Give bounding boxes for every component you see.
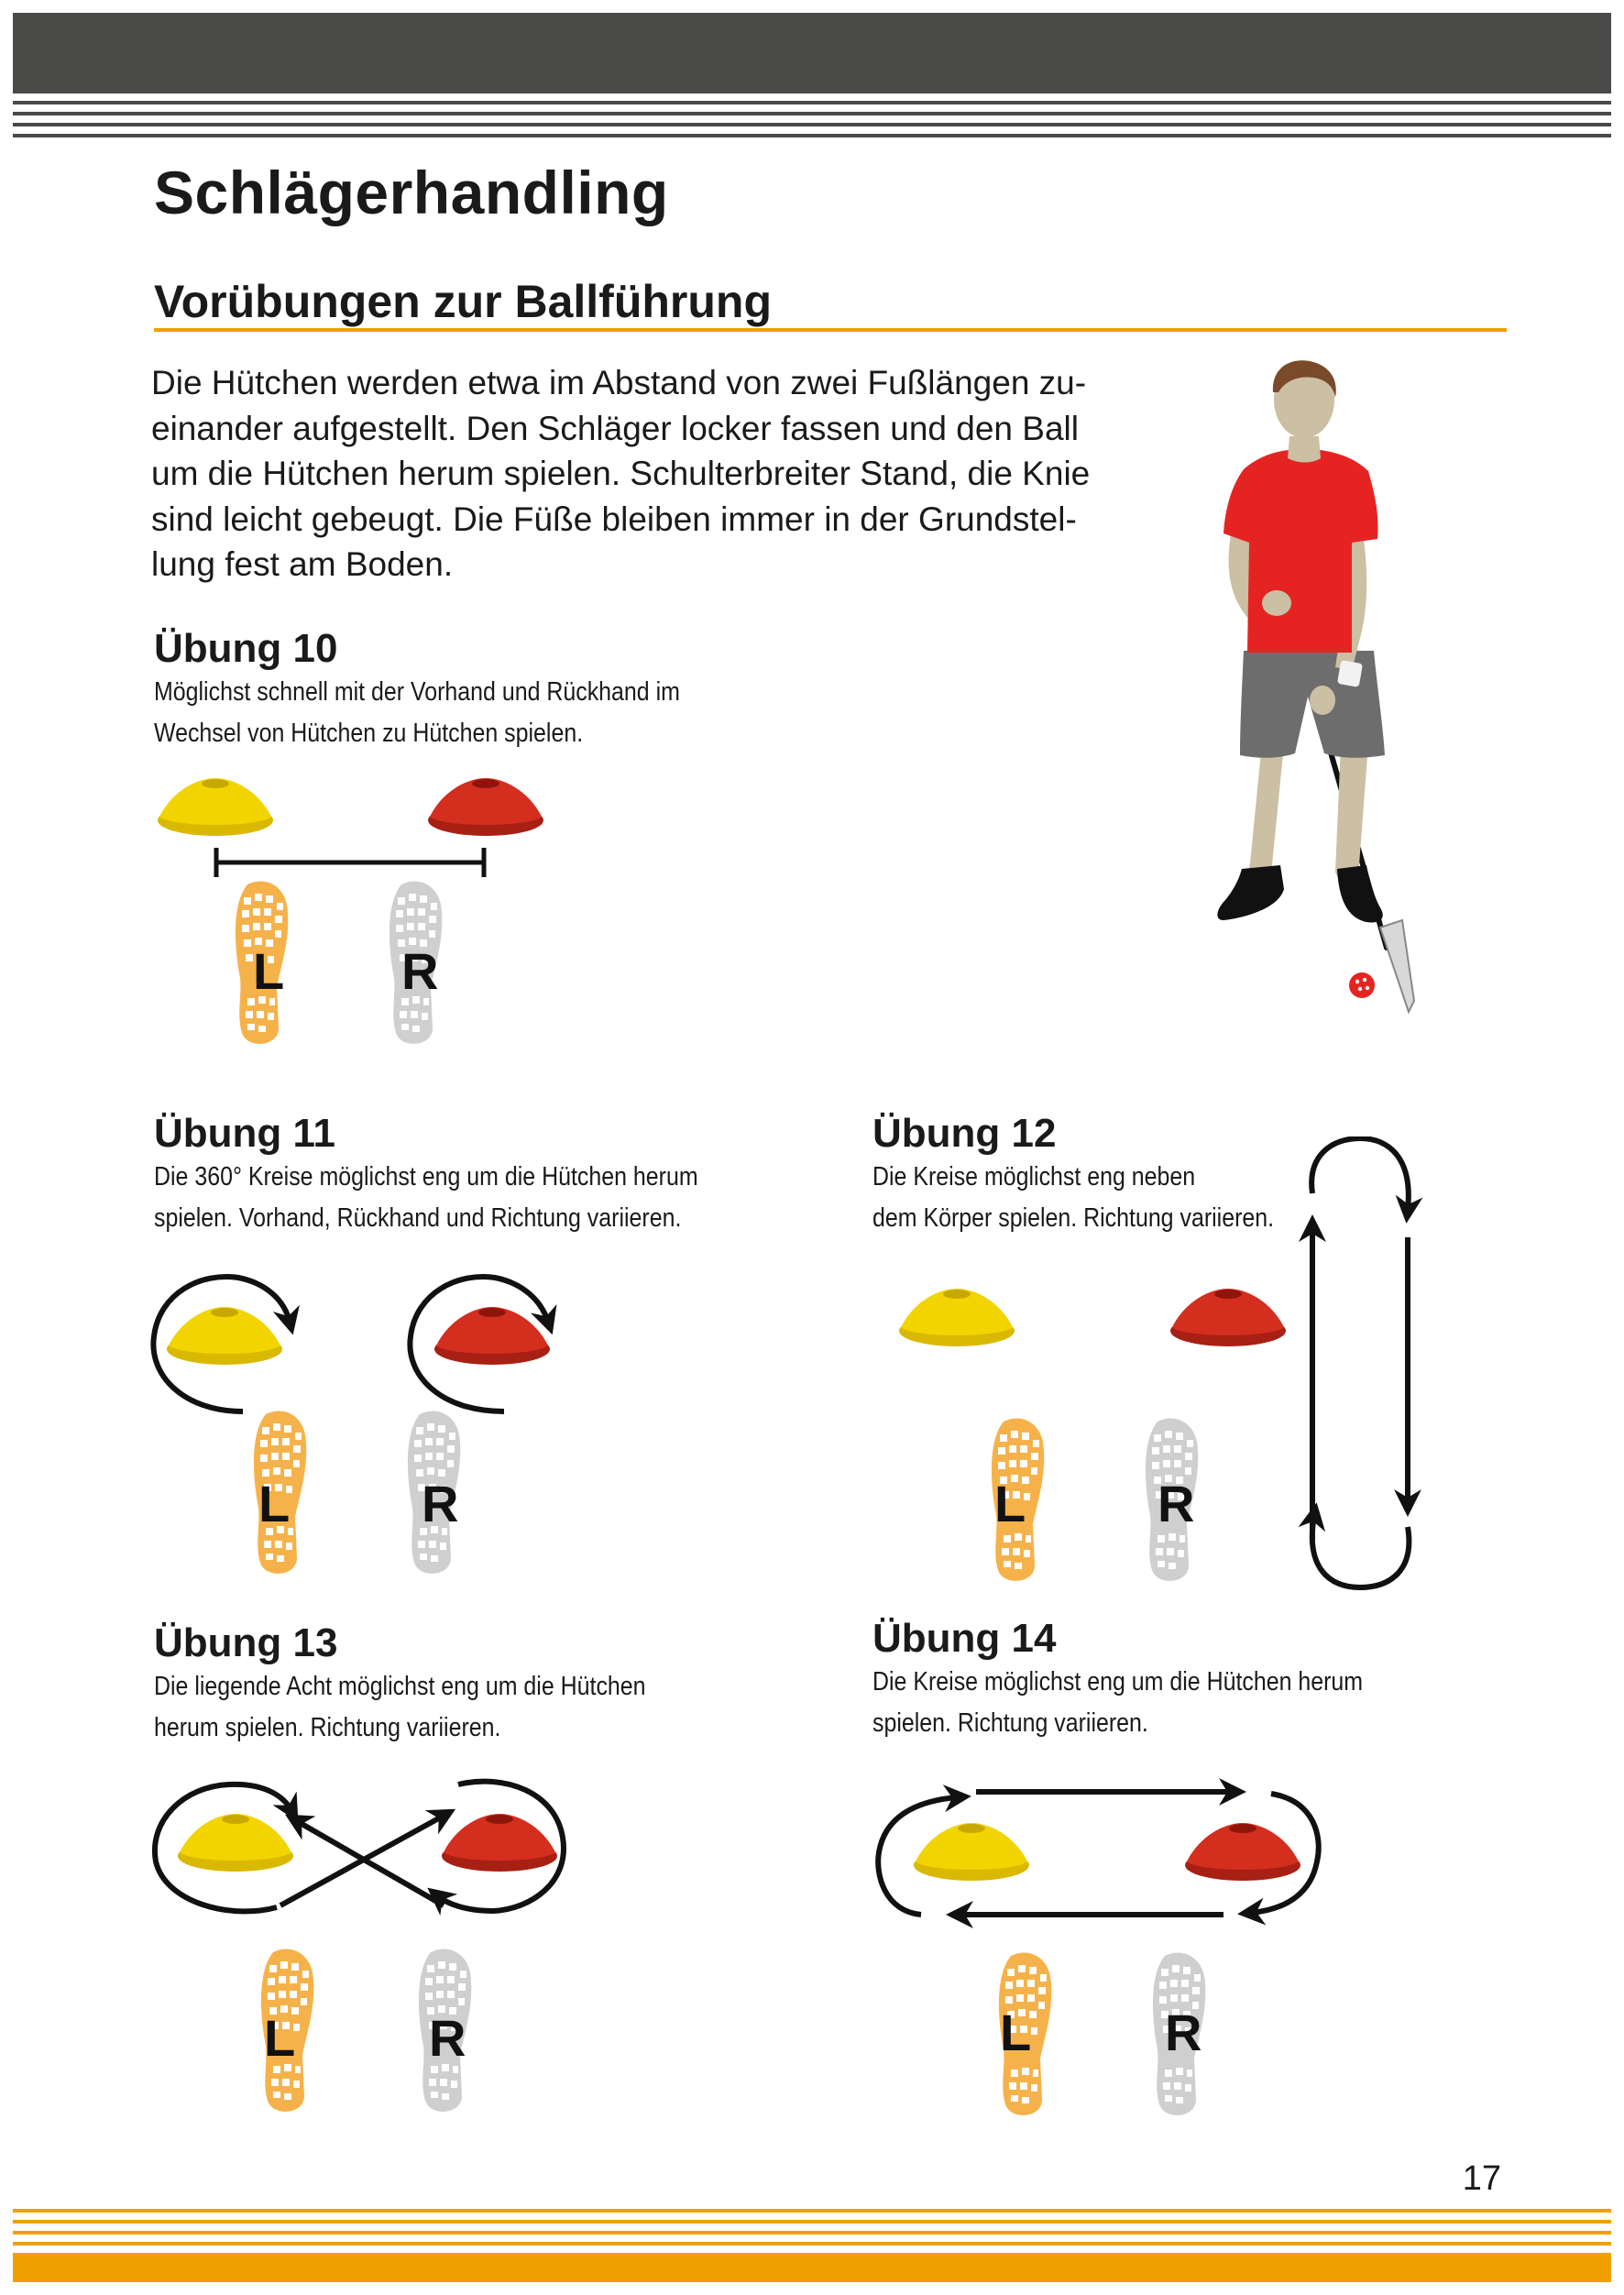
description-line: Die 360° Kreise möglichst eng um die Hüt… bbox=[154, 1162, 698, 1191]
description-line: Die Kreise möglichst eng neben bbox=[872, 1162, 1196, 1191]
exercise-description: Die Kreise möglichst eng neben dem Körpe… bbox=[872, 1157, 1274, 1239]
exercise-description: Möglichst schnell mit der Vorhand und Rü… bbox=[154, 672, 680, 754]
intro-line: Die Hütchen werden etwa im Abstand von z… bbox=[151, 364, 1087, 401]
foot-label-right: R bbox=[422, 1475, 458, 1532]
footer-line bbox=[13, 2220, 1611, 2224]
exercise-title: Übung 10 bbox=[154, 626, 338, 671]
description-line: spielen. Richtung variieren. bbox=[872, 1708, 1148, 1738]
exercise-11-diagram: L R bbox=[150, 1274, 557, 1574]
exercise-14: Übung 14 Die Kreise möglichst eng um die… bbox=[872, 1616, 1443, 1744]
yellow-cone-icon bbox=[167, 1307, 282, 1365]
section-title: Vorübungen zur Ballführung bbox=[154, 276, 772, 327]
exercise-13-diagram: L R bbox=[151, 1778, 566, 2112]
intro-line: sind leicht gebeugt. Die Füße bleiben im… bbox=[151, 500, 1077, 538]
footer-line bbox=[13, 2209, 1611, 2213]
footer-line bbox=[13, 2242, 1611, 2246]
description-line: herum spielen. Richtung variieren. bbox=[154, 1713, 501, 1742]
header-line bbox=[13, 101, 1611, 104]
exercise-14-diagram: L R bbox=[875, 1778, 1322, 2115]
red-cone-icon bbox=[434, 1307, 550, 1365]
foot-label-right: R bbox=[429, 2009, 466, 2067]
footer-line bbox=[13, 2231, 1611, 2235]
description-line: Wechsel von Hütchen zu Hütchen spielen. bbox=[154, 719, 584, 748]
header-line bbox=[13, 112, 1611, 115]
header-line bbox=[13, 123, 1611, 126]
intro-line: lung fest am Boden. bbox=[151, 545, 454, 583]
intro-line: um die Hütchen herum spielen. Schulterbr… bbox=[151, 455, 1091, 492]
foot-label-left: L bbox=[253, 942, 284, 1000]
intro-text: Die Hütchen werden etwa im Abstand von z… bbox=[151, 360, 1164, 587]
foot-label-right: R bbox=[401, 942, 438, 1000]
exercise-title: Übung 11 bbox=[154, 1111, 336, 1156]
foot-label-left: L bbox=[258, 1475, 290, 1532]
exercise-title: Übung 14 bbox=[872, 1616, 1057, 1661]
exercise-10: Übung 10 Möglichst schnell mit der Vorha… bbox=[154, 626, 765, 754]
page-number: 17 bbox=[1462, 2159, 1501, 2198]
player-illustration bbox=[1217, 360, 1416, 1015]
intro-line: einander aufgestellt. Den Schläger locke… bbox=[151, 409, 1079, 447]
foot-label-right: R bbox=[1158, 1475, 1194, 1532]
exercise-12: Übung 12 Die Kreise möglichst eng neben … bbox=[872, 1111, 1339, 1239]
exercise-description: Die Kreise möglichst eng um die Hütchen … bbox=[872, 1662, 1363, 1744]
exercise-title: Übung 13 bbox=[154, 1620, 338, 1665]
exercise-description: Die 360° Kreise möglichst eng um die Hüt… bbox=[154, 1157, 698, 1239]
exercise-10-diagram: L R bbox=[158, 778, 543, 1044]
exercise-11: Übung 11 Die 360° Kreise möglichst eng u… bbox=[154, 1111, 786, 1239]
foot-label-left: L bbox=[264, 2009, 295, 2067]
exercise-description: Die liegende Acht möglichst eng um die H… bbox=[154, 1666, 646, 1749]
description-line: Die liegende Acht möglichst eng um die H… bbox=[154, 1672, 646, 1701]
foot-label-left: L bbox=[994, 1475, 1026, 1532]
red-cone-icon bbox=[1170, 1289, 1286, 1346]
yellow-cone-icon bbox=[914, 1823, 1029, 1881]
red-cone-icon bbox=[428, 778, 543, 836]
description-line: Möglichst schnell mit der Vorhand und Rü… bbox=[154, 677, 680, 707]
description-line: dem Körper spielen. Richtung variieren. bbox=[872, 1203, 1275, 1233]
yellow-cone-icon bbox=[899, 1289, 1015, 1346]
red-cone-icon bbox=[442, 1814, 557, 1872]
exercise-13: Übung 13 Die liegende Acht möglichst eng… bbox=[154, 1620, 726, 1749]
foot-label-left: L bbox=[1000, 2004, 1031, 2061]
footer-bar bbox=[13, 2253, 1611, 2282]
exercise-title: Übung 12 bbox=[872, 1111, 1057, 1156]
page-title: Schlägerhandling bbox=[154, 159, 669, 226]
header-line bbox=[13, 134, 1611, 137]
yellow-cone-icon bbox=[178, 1814, 293, 1872]
exercise-12-path-arrows bbox=[1298, 1137, 1423, 1591]
section-underline bbox=[154, 328, 1507, 332]
foot-label-right: R bbox=[1165, 2004, 1202, 2061]
yellow-cone-icon bbox=[158, 778, 273, 836]
description-line: Die Kreise möglichst eng um die Hütchen … bbox=[872, 1667, 1364, 1697]
header-bar bbox=[13, 13, 1611, 93]
red-cone-icon bbox=[1185, 1823, 1300, 1881]
description-line: spielen. Vorhand, Rückhand und Richtung … bbox=[154, 1203, 682, 1233]
exercise-12-diagram: L R bbox=[899, 1289, 1286, 1581]
